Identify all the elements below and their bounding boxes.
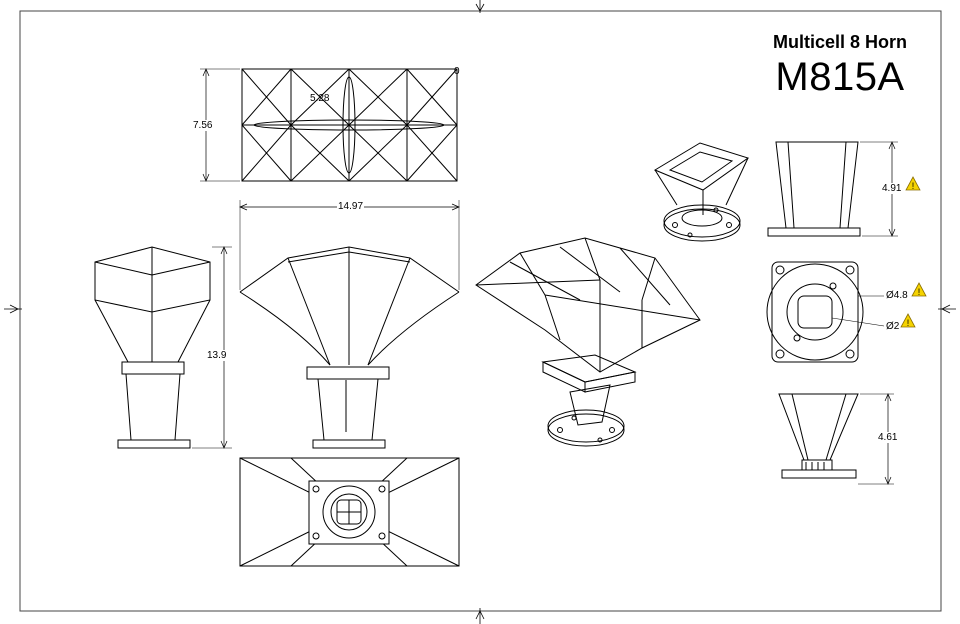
dim-flange-outer-dia: Ø4.8 <box>885 290 909 301</box>
dim-top-inner: 5.28 <box>310 93 330 104</box>
dim-throat-dia: Ø2 <box>885 321 901 332</box>
dim-top-height: 7.56 <box>192 120 214 131</box>
svg-text:!: ! <box>907 318 910 328</box>
svg-text:!: ! <box>912 181 915 191</box>
dim-throat-height: 4.91 <box>881 183 903 194</box>
bottom-view <box>239 457 460 567</box>
throat-side-view <box>767 141 898 237</box>
svg-text:!: ! <box>918 287 921 297</box>
title-block: Multicell 8 Horn M815A <box>740 32 940 100</box>
throat-isometric-view <box>653 142 750 242</box>
dim-driver-height: 4.61 <box>877 432 899 443</box>
dim-top-zero: 0 <box>454 66 460 77</box>
flange-view <box>766 261 885 363</box>
isometric-view <box>475 237 701 447</box>
center-arrow-icon <box>4 0 956 624</box>
dim-front-width: 14.97 <box>337 201 365 212</box>
warning-triangle-icon: ! <box>905 176 921 191</box>
warning-triangle-icon: ! <box>900 313 916 328</box>
model-number: M815A <box>775 55 905 99</box>
driver-side-view <box>778 393 894 485</box>
front-view <box>239 246 460 449</box>
warning-triangle-icon: ! <box>911 282 927 297</box>
dim-front-height: 13.9 <box>206 350 228 361</box>
side-view <box>94 246 232 449</box>
sheet-border <box>19 10 942 612</box>
drawing-subtitle: Multicell 8 Horn <box>772 32 907 52</box>
